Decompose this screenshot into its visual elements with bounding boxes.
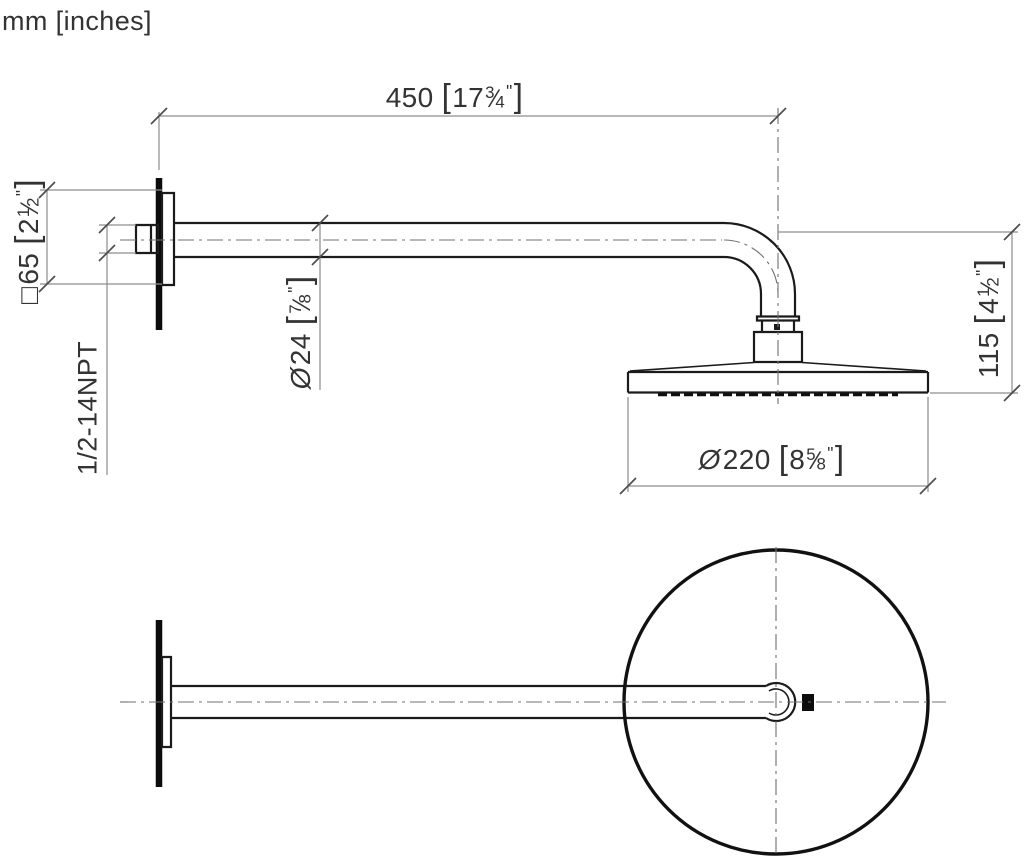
top-view-centerlines: [120, 547, 946, 858]
dim-lines-arm-length: [150, 107, 787, 170]
top-view: [120, 547, 946, 858]
head-dia-inch-num: 5: [806, 445, 817, 465]
shower-arm-side: [174, 221, 797, 316]
inch-mark: ": [972, 269, 993, 276]
arm-length-mm: 450: [385, 82, 434, 113]
side-view: [38, 107, 1021, 495]
side-view-centerlines: [120, 108, 779, 404]
inch-mark: ": [284, 286, 305, 293]
flange-mm: 65: [13, 252, 44, 285]
head-dia-inch-whole: 8: [789, 444, 806, 475]
dim-lines-thread: [98, 216, 136, 475]
wall-plate-top: [155, 620, 173, 787]
dim-arm-length-label: 450[173⁄4"]: [386, 78, 525, 116]
dim-head-to-face-label: 115[41⁄2"]: [969, 258, 1007, 379]
head-dia-mm: 220: [722, 444, 771, 475]
square-symbol: □: [13, 286, 44, 304]
bracket-open: [: [9, 235, 46, 245]
fraction-slash: ⁄: [814, 448, 819, 475]
bracket-open: [: [778, 440, 789, 477]
arm-head-joint: [752, 315, 804, 364]
wall-plate-side: [155, 178, 176, 330]
arm-length-inch-den: 4: [495, 92, 506, 112]
inch-mark: ": [827, 443, 834, 464]
arm-dia-inch-den: 8: [295, 293, 315, 304]
bracket-close: ]: [834, 440, 845, 477]
inch-mark: ": [506, 81, 513, 102]
flange-inch-den: 2: [23, 197, 43, 207]
arm-length-inch-whole: 17: [452, 82, 485, 113]
head-to-face-inch-den: 2: [983, 276, 1003, 287]
head-to-face-mm: 115: [973, 332, 1004, 379]
dim-head-diameter-label: Ø220[85⁄8"]: [699, 440, 846, 478]
dim-lines-flange: [38, 181, 162, 293]
bracket-close: ]: [969, 258, 1006, 269]
dim-arm-diameter-label: Ø24[7⁄8"]: [281, 275, 319, 390]
units-note: mm [inches]: [2, 6, 152, 36]
dim-lines-arm-diameter: [311, 214, 329, 390]
bracket-close: ]: [513, 78, 524, 115]
bracket-open: [: [441, 78, 452, 115]
fraction-slash: ⁄: [492, 86, 498, 113]
bracket-close: ]: [281, 275, 318, 286]
arm-length-inch-num: 3: [485, 83, 495, 103]
inch-mark: ": [12, 189, 33, 197]
diameter-symbol: Ø: [285, 367, 316, 390]
dim-thread-label: 1/2-14NPT: [72, 340, 103, 476]
flange-inch-whole: 2: [13, 218, 44, 235]
thread-nipple: [134, 223, 160, 255]
dim-flange-label: □65[21⁄2"]: [9, 178, 47, 304]
dim-lines-head-to-face: [778, 223, 1021, 402]
bracket-open: [: [969, 314, 1006, 325]
dim-lines-head-diameter: [619, 397, 937, 495]
head-to-face-inch-whole: 4: [973, 297, 1004, 314]
head-dia-inch-den: 8: [816, 454, 827, 474]
diameter-symbol: Ø: [698, 444, 721, 475]
bracket-open: [: [281, 315, 318, 326]
arm-dia-mm: 24: [285, 333, 316, 366]
bracket-close: ]: [9, 179, 46, 189]
